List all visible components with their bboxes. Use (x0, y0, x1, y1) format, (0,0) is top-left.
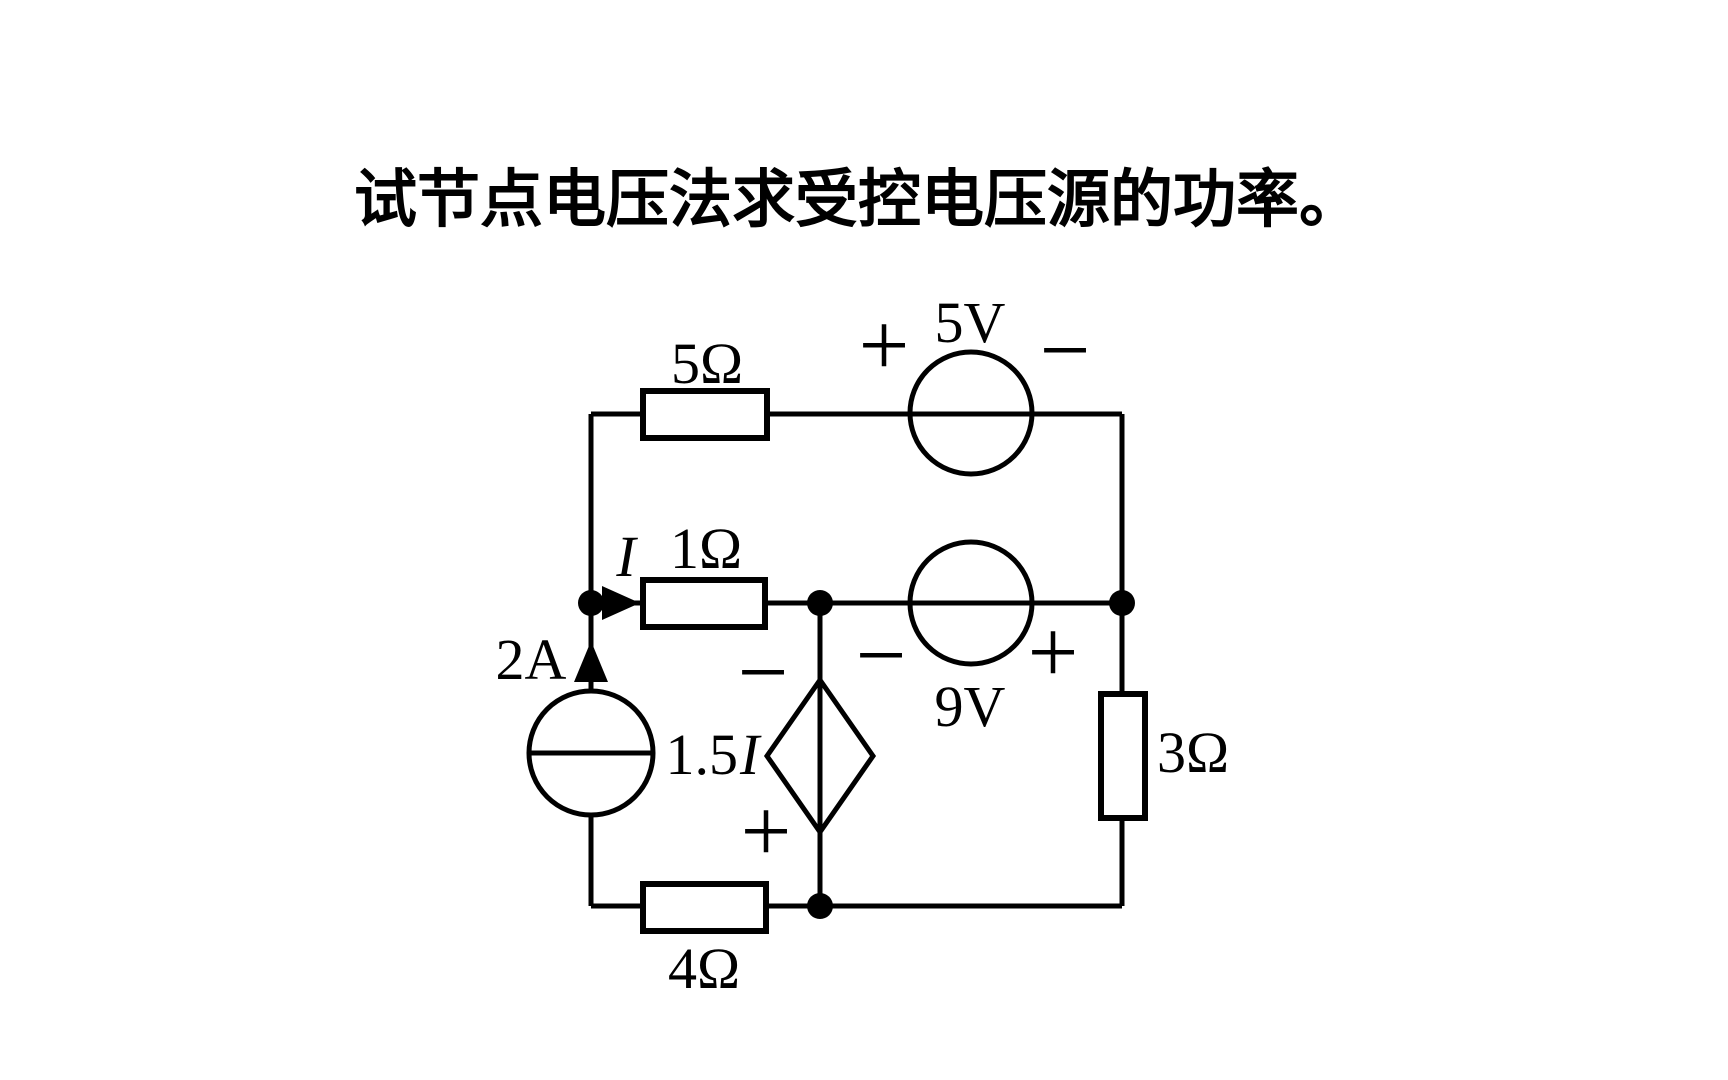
voltage-source-5v-label: 5V (935, 290, 1006, 355)
resistor-1ohm-body (640, 577, 768, 630)
junction-dot-right (1109, 590, 1135, 616)
voltage-source-5v-minus-sign: − (1040, 301, 1091, 400)
resistor-4ohm-body (640, 881, 769, 934)
resistor-4ohm-label: 4Ω (668, 936, 740, 1001)
resistor-3ohm-body (1098, 691, 1148, 821)
current-i-arrow-icon (602, 586, 640, 620)
voltage-source-5v-plus-sign: + (859, 296, 910, 395)
current-source-2a-label: 2A (496, 627, 567, 692)
voltage-source-9v-minus-sign: − (856, 606, 907, 705)
resistor-5ohm-label: 5Ω (671, 331, 743, 396)
voltage-source-5v-circle (907, 349, 1035, 477)
voltage-source-9v-plus-sign: + (1028, 603, 1079, 702)
controlled-source-diamond (763, 675, 877, 837)
voltage-source-9v-circle (907, 539, 1035, 667)
resistor-3ohm-label: 3Ω (1157, 720, 1229, 785)
controlled-source-coefficient-label: 1.5 (666, 722, 739, 787)
voltage-source-9v-label: 9V (935, 674, 1006, 739)
problem-title: 试节点电压法求受控电压源的功率。 (354, 165, 1362, 235)
current-i-label: I (615, 524, 638, 589)
junction-dot-bottom (807, 893, 833, 919)
controlled-source-plus-sign: + (741, 782, 792, 881)
current-source-arrow-icon (574, 641, 608, 682)
junction-dot-left (578, 590, 604, 616)
junction-dot-center (807, 590, 833, 616)
resistor-5ohm-body (640, 388, 770, 441)
resistor-1ohm-label: 1Ω (670, 516, 742, 581)
controlled-source-variable-label: I (739, 722, 762, 787)
controlled-source-minus-sign: − (738, 623, 789, 722)
